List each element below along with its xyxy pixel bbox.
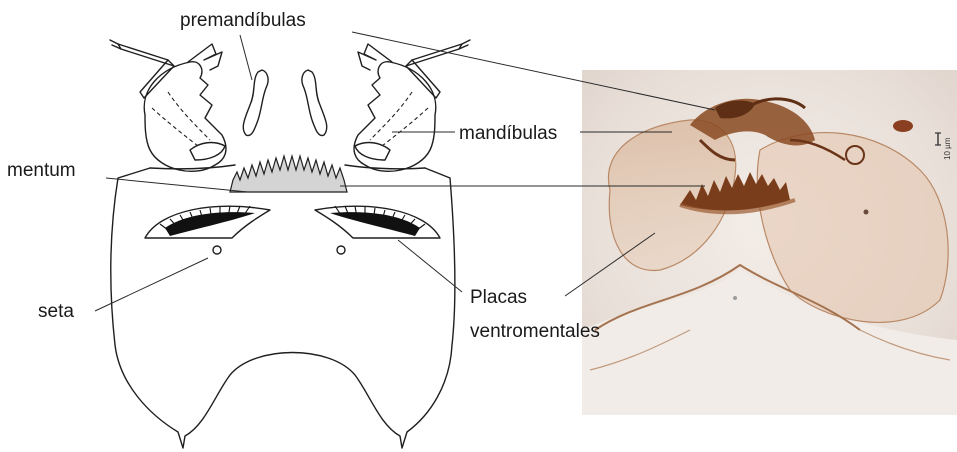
label-premandibulas: premandíbulas	[180, 10, 306, 31]
label-seta: seta	[38, 301, 74, 322]
label-mentum: mentum	[7, 160, 76, 181]
left-seta	[213, 246, 221, 254]
label-placas-line1: Placas	[470, 287, 527, 308]
right-premandible	[302, 70, 327, 136]
right-ventromental-plate	[315, 206, 440, 238]
label-mandibulas: mandíbulas	[459, 123, 557, 144]
head-capsule-outline	[111, 168, 455, 448]
micrograph-photo: 10 µm	[582, 70, 957, 415]
head-capsule-drawing	[110, 40, 470, 448]
right-seta	[337, 246, 345, 254]
mentum-plate	[230, 156, 347, 192]
left-premandible	[243, 70, 268, 136]
left-mandible	[110, 40, 226, 171]
left-ventromental-plate	[145, 206, 270, 238]
scale-bar-label: 10 µm	[943, 137, 952, 160]
right-mandible	[354, 40, 470, 171]
label-placas-line2: ventromentales	[470, 321, 600, 342]
